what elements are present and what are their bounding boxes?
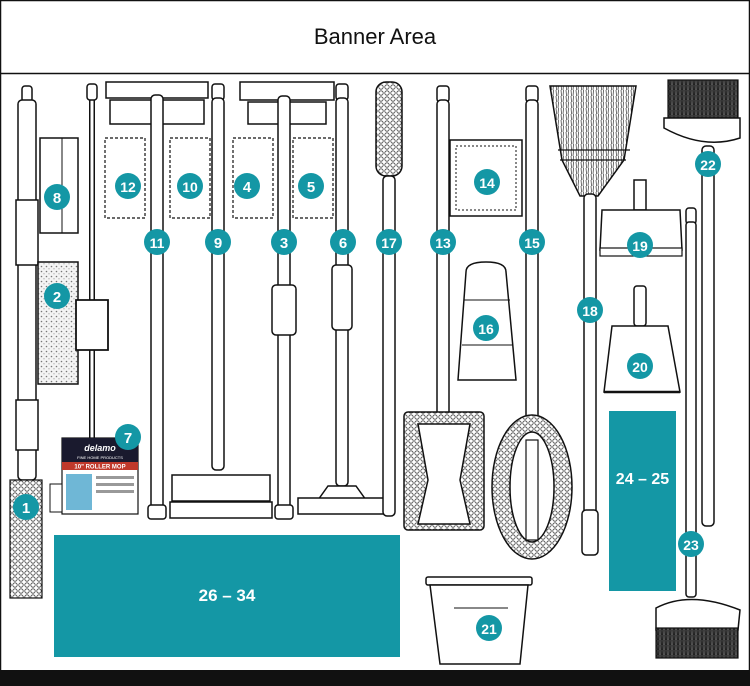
badge-1: 1 [13, 494, 39, 520]
package-title: 10" ROLLER MOP [74, 465, 125, 471]
badge-label: 16 [478, 321, 494, 337]
badge-label: 8 [53, 190, 61, 207]
badge-label: 11 [150, 235, 165, 251]
badge-label: 22 [700, 157, 716, 173]
badge-16: 16 [473, 315, 499, 341]
badge-11: 11 [144, 229, 170, 255]
badge-18: 18 [577, 297, 603, 323]
badge-label: 4 [243, 179, 252, 196]
badge-label: 9 [214, 235, 222, 252]
badge-17: 17 [376, 229, 402, 255]
package-brand: delamo [84, 443, 116, 453]
badge-13: 13 [430, 229, 456, 255]
zone-24-25: 24 – 25 [609, 411, 676, 591]
strip-mop-1 [9, 85, 43, 599]
flat-mop-frame-13 [403, 85, 485, 531]
dust-mop-15 [491, 85, 573, 560]
badge-label: 7 [124, 430, 132, 447]
badge-label: 10 [182, 179, 198, 195]
badge-label: 3 [280, 235, 288, 252]
sponge-block-8 [39, 137, 79, 234]
badge-label: 15 [524, 235, 540, 251]
badge-15: 15 [519, 229, 545, 255]
badge-7: 7 [115, 424, 141, 450]
corn-broom-18 [549, 85, 637, 556]
badge-20: 20 [627, 353, 653, 379]
floor-squeegee-6 [297, 83, 387, 515]
badge-label: 13 [435, 235, 451, 251]
zone-26-34: 26 – 34 [54, 535, 400, 657]
badge-3: 3 [271, 229, 297, 255]
badge-8: 8 [44, 184, 70, 210]
badge-14: 14 [474, 169, 500, 195]
zone-label-26-34: 26 – 34 [199, 586, 256, 605]
banner: Banner Area [0, 0, 750, 75]
badge-label: 20 [632, 359, 648, 375]
badge-10: 10 [177, 173, 203, 199]
badge-12: 12 [115, 173, 141, 199]
flat-mop-3 [239, 81, 335, 520]
badge-21: 21 [476, 615, 502, 641]
badge-label: 6 [339, 235, 347, 252]
angle-broom-22 [663, 79, 741, 527]
badge-label: 1 [22, 500, 30, 517]
badge-label: 23 [683, 537, 699, 553]
badge-23: 23 [678, 531, 704, 557]
lobby-broom-23 [655, 207, 741, 659]
badge-label: 5 [307, 179, 315, 196]
badge-label: 19 [632, 238, 648, 254]
floor-bar [0, 670, 750, 686]
banner-title: Banner Area [314, 24, 437, 49]
package-tagline: FINE HOME PRODUCTS [77, 455, 123, 460]
badge-9: 9 [205, 229, 231, 255]
badge-4: 4 [234, 173, 260, 199]
sponge-refill-2 [37, 261, 79, 385]
badge-label: 21 [481, 621, 497, 637]
badge-5: 5 [298, 173, 324, 199]
badge-22: 22 [695, 151, 721, 177]
flat-mop-11 [105, 81, 209, 520]
badge-label: 17 [381, 235, 397, 251]
zone-label-24-25: 24 – 25 [616, 471, 669, 488]
item-badges: 1 2 3 4 5 6 7 8 9 10 11 12 13 14 15 16 1… [13, 151, 721, 641]
badge-label: 18 [582, 303, 598, 319]
badge-6: 6 [330, 229, 356, 255]
duster-17 [375, 81, 403, 517]
flat-mop-9 [169, 83, 273, 519]
badge-2: 2 [44, 283, 70, 309]
badge-label: 2 [53, 289, 61, 306]
badge-label: 12 [120, 179, 136, 195]
badge-19: 19 [627, 232, 653, 258]
badge-label: 14 [479, 175, 495, 191]
